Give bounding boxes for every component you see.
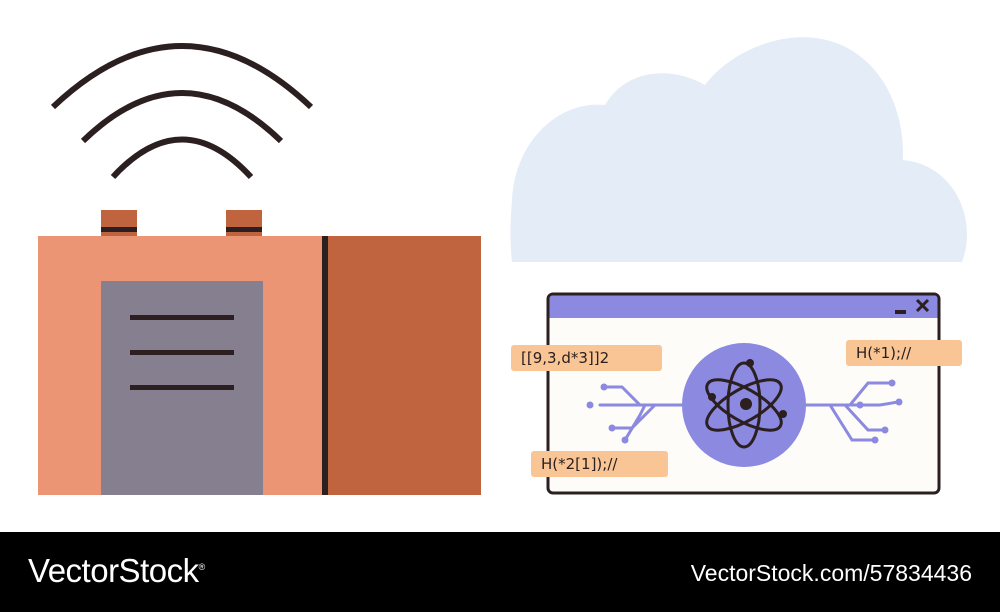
illustration: [[9,3,d*3]]2 H(*1);// H(*2[1]);//	[38, 37, 968, 495]
door-line-2	[130, 350, 234, 355]
brand-name: VectorStock	[28, 552, 199, 589]
window-title-bar	[549, 295, 938, 318]
wifi-signal-icon	[50, 43, 314, 180]
box-terminal-right	[226, 210, 262, 236]
atom-particles	[708, 359, 787, 418]
door-line-3	[130, 385, 234, 390]
close-icon	[915, 298, 930, 313]
quantum-app-window	[546, 292, 941, 495]
code-label-top-right: H(*1);//	[846, 340, 962, 366]
cloud-shape	[510, 37, 968, 263]
door-line-1	[130, 315, 234, 320]
wifi-arc-inner	[110, 136, 254, 180]
box-side	[324, 236, 481, 495]
illustration-drawing	[38, 37, 968, 495]
wifi-arc-outer	[50, 43, 314, 110]
atom-icon	[705, 361, 783, 449]
circuit-nodes	[586, 379, 903, 444]
device-box	[38, 210, 481, 495]
box-edge-line	[322, 236, 328, 495]
minimize-icon	[895, 310, 906, 314]
watermark-footer: VectorStock® VectorStock.com/57834436	[0, 532, 1000, 612]
brand-logo: VectorStock®	[28, 552, 205, 590]
code-label-top-left: [[9,3,d*3]]2	[511, 345, 662, 371]
stock-image-id: VectorStock.com/57834436	[690, 560, 972, 586]
box-terminal-left-band	[101, 227, 137, 232]
code-label-bottom-left: H(*2[1]);//	[531, 451, 668, 477]
box-terminal-left	[101, 210, 137, 236]
circuit-traces	[598, 381, 900, 442]
registered-mark: ®	[198, 562, 206, 572]
wifi-arc-middle	[80, 90, 284, 144]
box-terminal-right-band	[226, 227, 262, 232]
